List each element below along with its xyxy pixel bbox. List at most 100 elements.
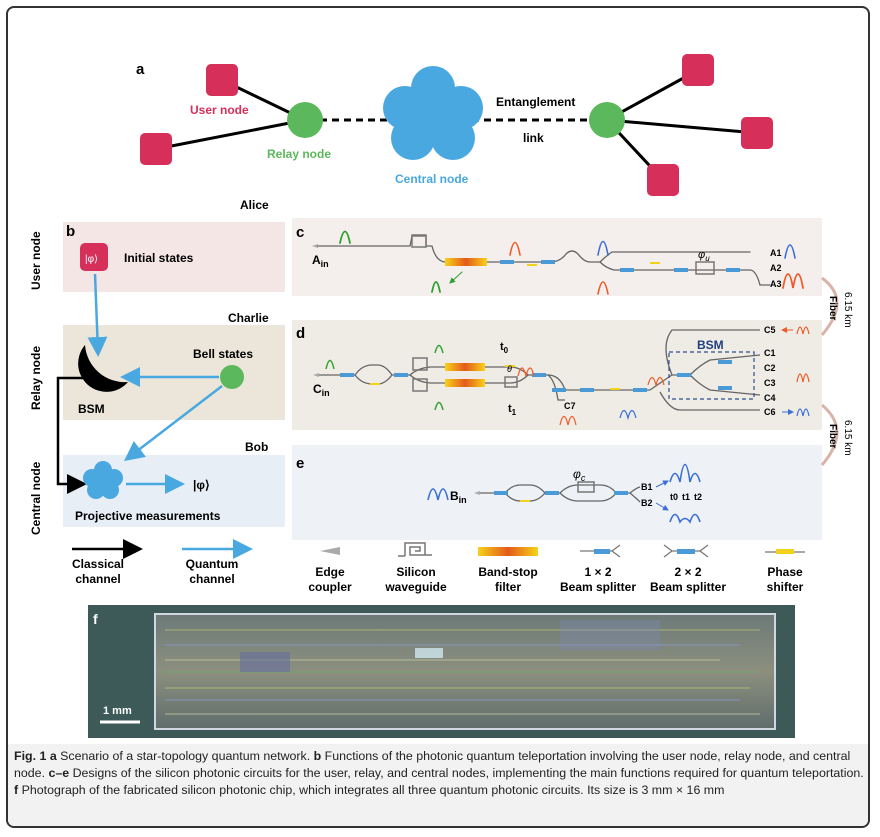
photon-pulse-icon xyxy=(619,409,637,421)
legend-classical-2: channel xyxy=(75,572,120,586)
bob-label: Bob xyxy=(245,440,268,454)
spiral-waveguide-icon xyxy=(504,376,518,388)
input-b-label: Bin xyxy=(450,489,467,505)
edge-coupler-icon xyxy=(320,547,340,555)
bsm-detector-icon xyxy=(78,345,128,392)
user-node-label: User node xyxy=(190,103,249,117)
panel-d-label: d xyxy=(296,325,305,342)
fiber-length: 6.15 km xyxy=(842,420,853,456)
phase-shifter-icon xyxy=(776,549,794,554)
photon-pulse-icon xyxy=(339,230,351,244)
band-stop-filter-icon xyxy=(478,547,538,556)
output-a1: A1 xyxy=(770,248,782,258)
caption-ce-text: Designs of the silicon photonic circuits… xyxy=(69,766,864,780)
figure-frame xyxy=(6,6,870,828)
interference-pulse-icon xyxy=(669,513,701,524)
caption-background xyxy=(8,744,868,826)
panel-a: a User node Relay node Central node Enta… xyxy=(136,54,773,196)
band-stop-filter-icon xyxy=(445,379,485,387)
photon-pulse-icon xyxy=(431,281,441,293)
panel-f-label: f xyxy=(93,611,98,627)
bsm-box xyxy=(668,351,755,400)
photon-pulse-icon xyxy=(434,401,444,411)
beam-splitter-icon xyxy=(545,491,559,495)
t0-label: t0 xyxy=(500,341,509,355)
band-stop-filter-icon xyxy=(445,363,485,371)
chip-circuits xyxy=(165,620,760,715)
legend-bs22-2: Beam splitter xyxy=(650,580,726,594)
user-node-square xyxy=(682,54,714,86)
photon-pulse-icon xyxy=(509,241,521,256)
entanglement-label: Entanglement xyxy=(496,95,575,109)
input-a-label: Ain xyxy=(312,253,329,269)
classical-channel-arrow xyxy=(56,376,88,494)
figure-caption: Fig. 1 a Scenario of a star-topology qua… xyxy=(14,748,864,799)
beam-splitter-icon xyxy=(620,268,634,272)
initial-state-square xyxy=(80,243,108,271)
bell-states-label: Bell states xyxy=(193,347,253,361)
theta-label: θ xyxy=(507,364,512,374)
link-line xyxy=(155,118,306,151)
charlie-label: Charlie xyxy=(228,311,269,325)
time-t2: t2 xyxy=(694,492,702,502)
photon-pulse-icon xyxy=(434,344,444,354)
phase-shifter-icon xyxy=(370,383,380,385)
spiral-waveguide-icon xyxy=(577,481,595,493)
caption-ce-marker: c–e xyxy=(48,766,70,780)
user-node-square xyxy=(741,117,773,149)
legend-phase-1: Phase xyxy=(767,565,803,579)
photon-pulse-icon xyxy=(784,244,796,259)
bsm-label: BSM xyxy=(697,338,724,352)
output-b1: B1 xyxy=(641,482,653,492)
band-stop-filter-icon xyxy=(445,258,487,266)
beam-splitter-icon xyxy=(532,373,546,377)
interference-pulse-icon xyxy=(669,463,701,483)
time-t0: t0 xyxy=(670,492,678,502)
caption-b-marker: b xyxy=(313,749,322,763)
legend-phase-2: shifter xyxy=(767,580,804,594)
relay-node-circle xyxy=(287,102,323,138)
phase-shifter-icon xyxy=(610,388,620,390)
legend-bandstop-2: filter xyxy=(495,580,521,594)
state-symbol: |φ⟩ xyxy=(85,254,98,265)
output-c6: C6 xyxy=(764,407,776,417)
fiber-length: 6.15 km xyxy=(842,292,853,328)
beam-splitter-icon xyxy=(726,268,740,272)
photon-pulse-icon xyxy=(796,373,810,383)
bsm-label: BSM xyxy=(78,402,105,416)
row-label-central: Central node xyxy=(29,461,43,535)
caption-f-text: Photograph of the fabricated silicon pho… xyxy=(18,783,725,797)
output-b2: B2 xyxy=(641,498,653,508)
fiber-label: Fiber xyxy=(827,424,838,449)
waveguide-path xyxy=(317,235,751,263)
output-a3: A3 xyxy=(770,279,782,289)
fiber-spool-icon xyxy=(820,276,839,336)
output-c5: C5 xyxy=(764,325,776,335)
bell-state-circle xyxy=(220,365,244,389)
photon-pulse-icon xyxy=(427,488,449,501)
legend-quantum-1: Quantum xyxy=(186,557,239,571)
photon-pulse-icon xyxy=(647,376,665,388)
panel-b: User node Relay node Central node b Alic… xyxy=(29,198,285,535)
panel-c: c Ain φu A1 A2 A3 xyxy=(296,224,804,295)
panel-b-label: b xyxy=(66,223,75,240)
caption-b-text: Functions of the photonic quantum telepo… xyxy=(14,749,851,780)
caption-a-text: Scenario of a star-topology quantum netw… xyxy=(56,749,314,763)
row-label-relay: Relay node xyxy=(29,346,43,410)
panel-e-label: e xyxy=(296,455,304,472)
input-c-label: Cin xyxy=(313,382,330,398)
edge-coupler-icon xyxy=(313,373,319,377)
caption-f-marker: f xyxy=(14,783,19,797)
panel-e: e Bin φc B1 B2 t0 t1 t2 xyxy=(296,455,702,524)
output-c4: C4 xyxy=(764,393,776,403)
relay-node-circle xyxy=(589,102,625,138)
phase-shifter-icon xyxy=(505,365,515,367)
central-node-cloud-icon xyxy=(383,66,483,160)
central-node-label: Central node xyxy=(395,172,469,186)
row-label-user: User node xyxy=(29,231,43,290)
photon-pulse-icon xyxy=(559,415,577,426)
beam-splitter-icon xyxy=(677,373,691,377)
output-c7: C7 xyxy=(564,401,576,411)
silicon-waveguide-icon xyxy=(398,542,432,557)
photon-pulse-icon xyxy=(782,273,804,289)
